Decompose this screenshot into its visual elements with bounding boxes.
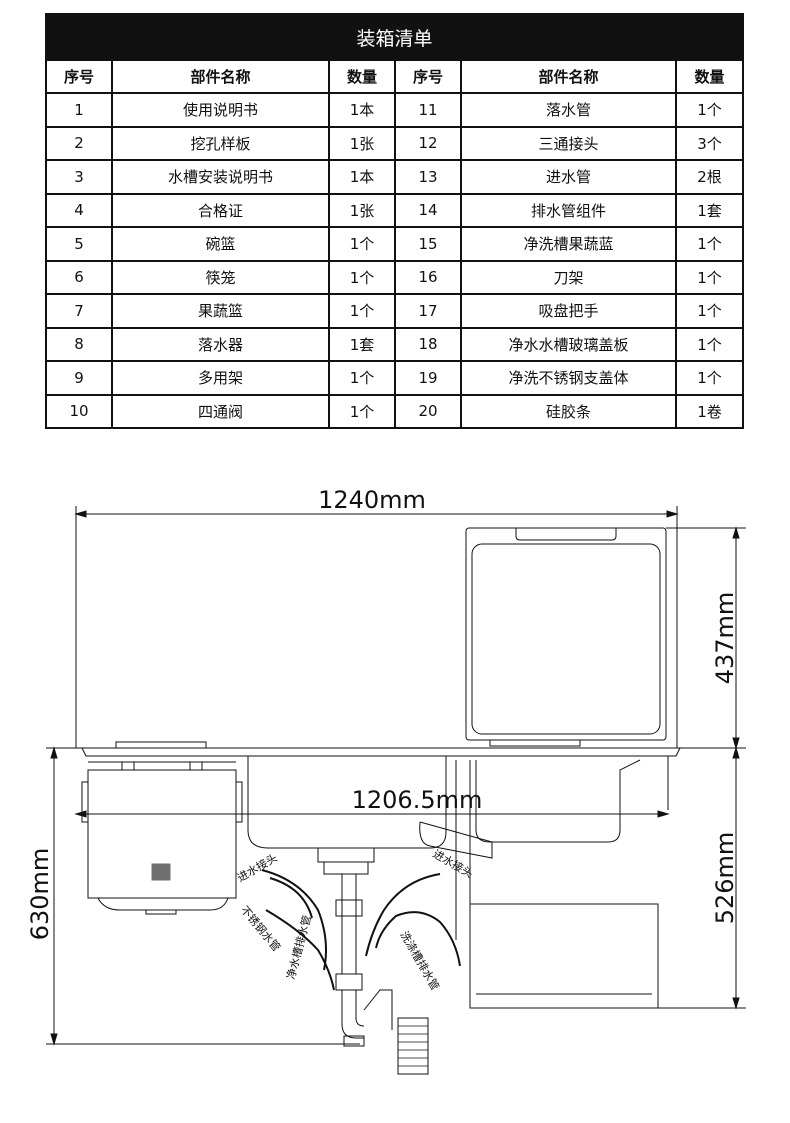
cell-part-name: 筷笼 [111,259,330,295]
cell-quantity: 1本 [328,159,396,195]
cell-quantity: 1个 [328,360,396,396]
cell-part-name: 多用架 [111,360,330,396]
cell-quantity: 1个 [328,259,396,295]
cell-index: 4 [45,192,113,228]
cell-quantity: 1张 [328,125,396,161]
cell-quantity: 1套 [674,192,745,228]
cell-quantity: 1个 [674,226,745,262]
dim-inner-width-label: 1206.5mm [352,786,483,814]
left-basket-box [87,769,237,899]
left-inlet-hose [261,869,327,971]
cell-part-name: 落水管 [460,92,677,128]
cell-part-name: 净洗不锈钢支盖体 [460,360,677,396]
cell-index: 13 [394,159,462,195]
cell-index: 11 [394,92,462,128]
cell-index: 14 [394,192,462,228]
cell-index: 19 [394,360,462,396]
cell-quantity: 1个 [674,360,745,396]
dim-height-437-label: 437mm [711,592,739,685]
header-name-2: 部件名称 [460,59,677,94]
header-qty-2: 数量 [674,59,745,94]
cell-quantity: 1套 [328,326,396,362]
cell-index: 7 [45,293,113,329]
dim-height-630-label: 630mm [26,848,54,941]
right-lower-box [469,903,659,1009]
dim-height-526-label: 526mm [711,832,739,925]
cell-index: 12 [394,125,462,161]
cell-index: 20 [394,393,462,429]
cell-index: 6 [45,259,113,295]
header-name-1: 部件名称 [111,59,330,94]
cell-index: 18 [394,326,462,362]
cell-index: 9 [45,360,113,396]
cell-part-name: 挖孔样板 [111,125,330,161]
cell-index: 16 [394,259,462,295]
right-tray [475,759,641,843]
cell-part-name: 四通阀 [111,393,330,429]
table-title: 装箱清单 [44,13,745,61]
cell-quantity: 1个 [674,326,745,362]
cell-part-name: 水槽安装说明书 [111,159,330,195]
sink-dimension-drawing: 1240mm 1206.5mm 437mm 526mm 630mm 进水接头 进… [26,486,746,1075]
header-qty-1: 数量 [328,59,396,94]
label-wash-drain: 洗涤槽排水管 [397,929,442,993]
dim-width-label: 1240mm [318,486,426,514]
cell-quantity: 1本 [328,92,396,128]
cell-index: 15 [394,226,462,262]
cell-index: 2 [45,125,113,161]
cell-quantity: 1个 [674,259,745,295]
cell-part-name: 硅胶条 [460,393,677,429]
cell-part-name: 净水水槽玻璃盖板 [460,326,677,362]
cell-part-name: 碗篮 [111,226,330,262]
cell-index: 10 [45,393,113,429]
cell-index: 17 [394,293,462,329]
right-inlet-hose [365,873,441,957]
cell-index: 3 [45,159,113,195]
clean-sink-drain-hose [265,909,335,991]
cell-quantity: 1个 [328,393,396,429]
header-index-1: 序号 [45,59,113,94]
cell-part-name: 净洗槽果蔬蓝 [460,226,677,262]
cell-part-name: 果蔬篮 [111,293,330,329]
cell-quantity: 3个 [674,125,745,161]
cell-index: 8 [45,326,113,362]
cell-part-name: 吸盘把手 [460,293,677,329]
cell-index: 5 [45,226,113,262]
header-index-2: 序号 [394,59,462,94]
cell-quantity: 1张 [328,192,396,228]
cell-quantity: 1个 [674,92,745,128]
cell-quantity: 1卷 [674,393,745,429]
cell-part-name: 合格证 [111,192,330,228]
cell-quantity: 1个 [674,293,745,329]
cell-part-name: 落水器 [111,326,330,362]
cell-part-name: 进水管 [460,159,677,195]
label-stainless-pipe: 不锈钢水管 [238,903,284,954]
label-inlet-right: 进水接头 [431,847,476,880]
cell-part-name: 排水管组件 [460,192,677,228]
cell-part-name: 三通接头 [460,125,677,161]
cell-quantity: 1个 [328,293,396,329]
cell-part-name: 使用说明书 [111,92,330,128]
cell-quantity: 1个 [328,226,396,262]
glass-cover-panel [465,527,667,741]
cell-part-name: 刀架 [460,259,677,295]
drain-outlet-hose [397,1017,429,1075]
wash-sink-drain-hose [375,911,461,967]
cell-index: 1 [45,92,113,128]
cell-quantity: 2根 [674,159,745,195]
